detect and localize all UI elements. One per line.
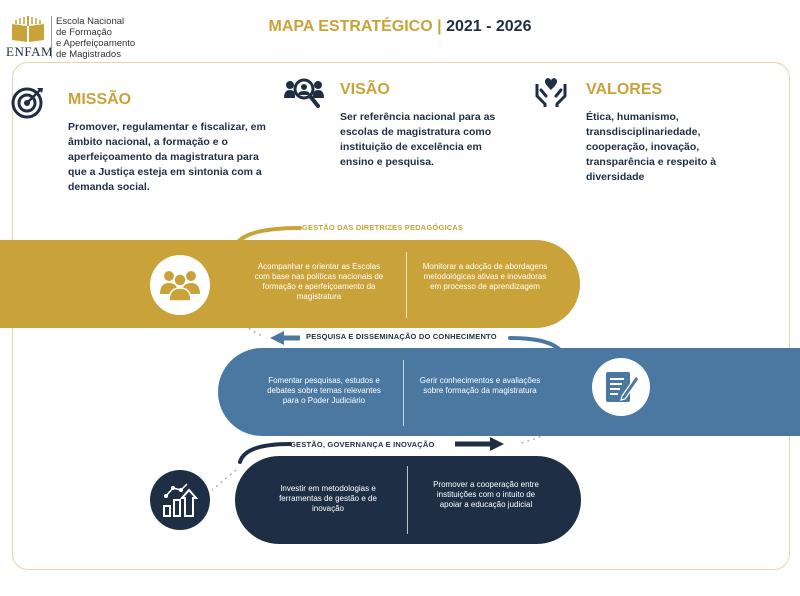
blue-objective-1: Fomentar pesquisas, estudos e debates so… — [267, 376, 381, 405]
navy-band — [235, 456, 581, 544]
navy-objective-1: Investir em metodologias e ferramentas d… — [279, 484, 377, 513]
logo-line: e Aperfeiçoamento — [56, 38, 136, 49]
logo-wordmark: ENFAM — [6, 44, 54, 59]
title-main: MAPA ESTRATÉGICO — [268, 18, 433, 35]
group-icon — [158, 268, 202, 307]
missao-heading: MISSÃO — [68, 91, 132, 108]
blue-band — [218, 348, 800, 436]
gold-objective-1: Acompanhar e orientar as Escolas com bas… — [254, 262, 384, 301]
title-separator: | — [437, 18, 442, 35]
logo-line: de Magistrados — [56, 49, 121, 60]
blue-objective-2: Gerir conhecimentos e avaliações sobre f… — [419, 376, 541, 395]
hands-heart-icon — [534, 76, 568, 113]
blue-band-label: PESQUISA E DISSEMINAÇÃO DO CONHECIMENTO — [306, 332, 497, 341]
visao-heading: VISÃO — [340, 81, 390, 98]
blue-divider — [403, 360, 404, 426]
logo-divider — [51, 16, 52, 58]
valores-heading: VALORES — [586, 81, 663, 98]
target-icon — [10, 84, 46, 125]
growth-chart-icon — [160, 478, 202, 525]
book-logo-icon — [12, 16, 44, 42]
page-title: MAPA ESTRATÉGICO | 2021 - 2026 — [0, 18, 800, 36]
navy-band-label: GESTÃO, GOVERNANÇA E INOVAÇÃO — [290, 440, 435, 449]
gold-divider — [406, 252, 407, 318]
gold-objective-2: Monitorar a adoção de abordagens metodol… — [422, 262, 548, 291]
navy-objective-2: Promover a cooperação entre instituições… — [433, 480, 539, 509]
visao-text: Ser referência nacional para as escolas … — [340, 111, 496, 168]
people-search-icon — [282, 76, 326, 115]
missao-text: Promover, regulamentar e fiscalizar, em … — [68, 121, 266, 193]
logo-line: de Formação — [56, 27, 112, 38]
logo — [8, 14, 48, 44]
navy-divider — [407, 466, 408, 534]
gold-band — [0, 240, 580, 328]
logo-line: Escola Nacional — [56, 16, 125, 27]
logo-institution-name: Escola Nacional de Formação e Aperfeiçoa… — [56, 16, 135, 60]
document-pen-icon — [602, 368, 640, 411]
valores-text: Ética, humanismo, transdisciplinariedade… — [586, 111, 717, 183]
gold-band-label: GESTÃO DAS DIRETRIZES PEDAGÓGICAS — [302, 223, 464, 232]
title-years: 2021 - 2026 — [446, 18, 532, 35]
